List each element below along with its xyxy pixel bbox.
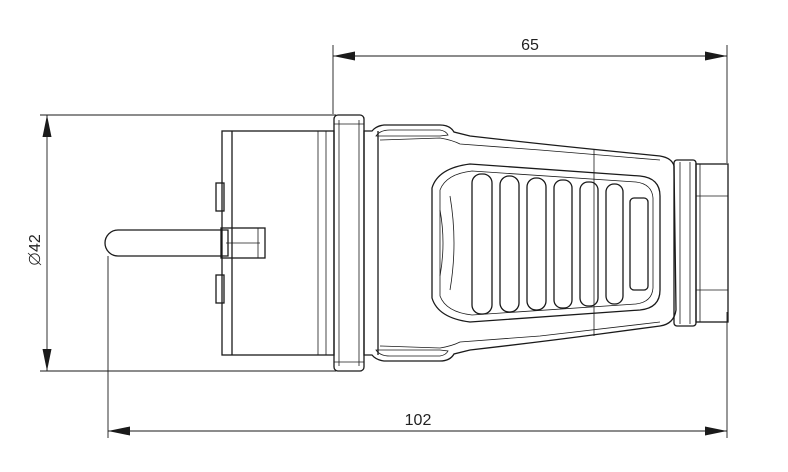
plug-handle <box>363 124 677 362</box>
dim-label-42: 42 <box>27 234 44 252</box>
handle-outline <box>363 124 677 362</box>
plug-front-body <box>215 130 335 356</box>
arrow-102-right <box>705 426 727 436</box>
handle-top-tab <box>375 129 449 137</box>
grip-rib-4 <box>553 179 573 309</box>
grip-front-curve <box>439 209 444 277</box>
handle-bottom-tab <box>375 349 449 357</box>
grip-rib-3 <box>526 177 547 311</box>
grip-rib-1 <box>471 173 493 315</box>
grip-panel-inner <box>439 170 654 316</box>
arrow-102-left <box>108 426 130 436</box>
grip-rib-2 <box>499 175 520 313</box>
handle-inner-contour <box>379 137 661 349</box>
plug-pin <box>104 227 266 259</box>
rear-collar <box>673 159 697 327</box>
grip-rib-7 <box>629 197 649 291</box>
dimension-102: 102 <box>107 256 728 438</box>
plug-flange-ring <box>333 114 365 372</box>
grip-ribs <box>439 173 649 315</box>
arrow-65-right <box>705 51 727 61</box>
arrow-65-left <box>333 51 355 61</box>
diameter-symbol-slash <box>27 252 42 266</box>
plug-rear-gland <box>673 159 729 327</box>
grip-rib-5 <box>579 181 599 307</box>
dim-label-102: 102 <box>405 412 432 429</box>
grip-panel <box>431 163 661 323</box>
flange-outline <box>333 114 365 372</box>
pin-shaft <box>104 229 229 257</box>
diameter-symbol-icon <box>28 253 41 265</box>
rear-gland-body <box>695 163 729 323</box>
grip-rib-6 <box>605 183 624 305</box>
arrow-42-top <box>42 115 52 137</box>
grip-front-curve-2 <box>449 195 455 291</box>
front-clip-top <box>215 182 225 212</box>
pin-collar <box>220 227 266 259</box>
dim-label-65: 65 <box>521 37 539 54</box>
dimension-65: 65 <box>332 37 728 163</box>
dimension-diameter-42: 42 <box>27 114 336 372</box>
arrow-42-bottom <box>42 349 52 371</box>
front-clip-bottom <box>215 274 225 304</box>
